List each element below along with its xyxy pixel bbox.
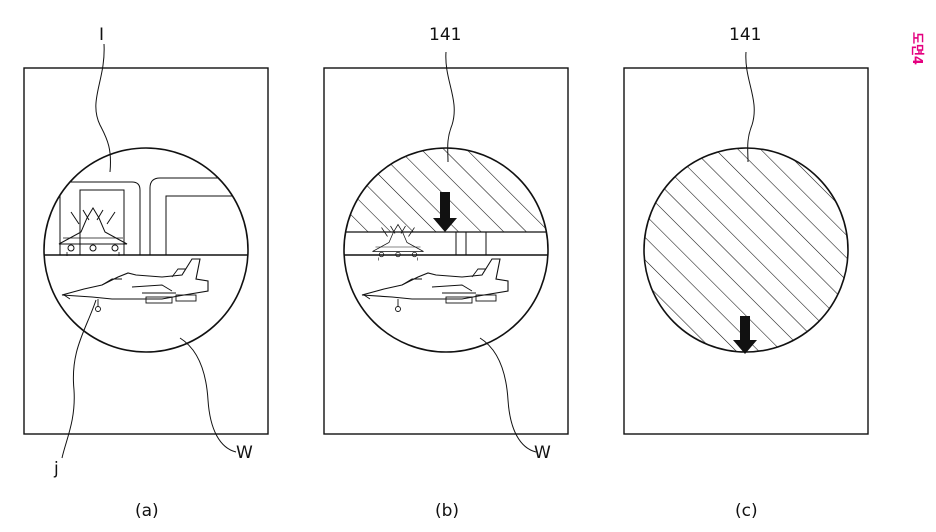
leader-line-W-a <box>179 337 237 453</box>
down-arrow-b <box>433 192 457 232</box>
caption-a: (a) <box>135 501 159 521</box>
caption-c: (c) <box>735 501 758 521</box>
leader-line-W-b <box>479 337 537 453</box>
leader-line-I <box>95 43 111 173</box>
label-141-c: 141 <box>729 25 761 45</box>
label-W-a: W <box>236 443 253 463</box>
caption-b: (b) <box>435 501 459 521</box>
panel-c: 141 (c) <box>623 25 869 521</box>
panel-a-view-circle <box>43 147 249 353</box>
panel-a-scene <box>44 177 248 313</box>
panel-c-frame <box>623 67 869 435</box>
panel-a-frame <box>23 67 269 435</box>
leader-line-141-b <box>445 51 455 163</box>
down-arrow-c <box>733 316 757 354</box>
panel-b-frame <box>323 67 569 435</box>
panel-b-view-circle <box>343 147 549 353</box>
panel-c-view-circle <box>643 147 849 353</box>
figure-tag: 도면4 <box>909 32 925 65</box>
label-j: j <box>53 459 59 479</box>
panel-b: 141 W (b) <box>323 25 569 521</box>
leader-line-j <box>61 299 97 459</box>
label-W-b: W <box>534 443 551 463</box>
label-I: I <box>99 25 104 45</box>
panel-a: I j W (a) <box>23 25 269 521</box>
leader-line-141-c <box>745 51 755 163</box>
label-141-b: 141 <box>429 25 461 45</box>
